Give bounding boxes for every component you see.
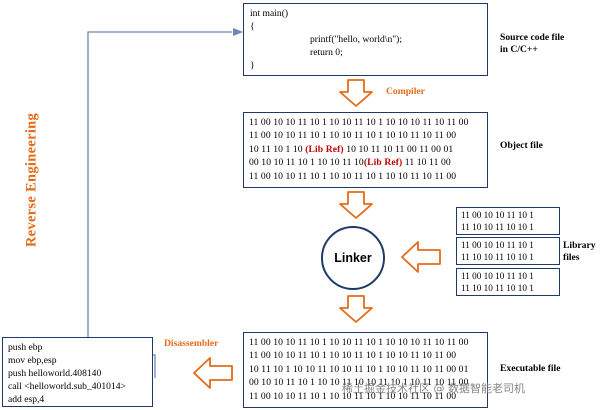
watermark: 稀土掘金技术社区 @ 数据智能老司机: [342, 382, 525, 395]
reverse-engineering-connector: [87, 31, 232, 378]
asm-line: push ebp: [8, 342, 43, 353]
code-line: printf("hello, world\n");: [310, 34, 403, 45]
library-files-label: Library files: [563, 240, 596, 263]
asm-line: call <helloworld.sub_401014>: [8, 381, 126, 392]
object-file-box: 11 00 10 10 11 10 1 10 10 11 10 1 10 10 …: [243, 112, 488, 188]
code-line: {: [250, 21, 255, 32]
linker-label: Linker: [334, 251, 372, 265]
down-arrow-compiler: [339, 79, 373, 107]
left-arrow-disassembler: [193, 357, 233, 389]
bit-row: 11 00 10 10 11 10 1 10 10 11 10 1 10 10 …: [249, 350, 457, 362]
library-file-box: 11 00 10 10 11 10 1 11 10 10 11 10 10 1: [456, 268, 560, 296]
lib-ref-marker: (Lib Ref): [305, 143, 344, 155]
assembly-box: push ebp mov ebp,esp push helloworld.408…: [2, 337, 153, 407]
executable-file-label: Executable file: [500, 363, 561, 374]
down-arrow-linker-to-executable: [339, 295, 373, 323]
reverse-engineering-arrowhead: [233, 28, 243, 36]
down-arrow-object-to-linker: [339, 191, 373, 219]
source-code-label: Source code file in C/C++: [500, 32, 565, 55]
bit-row: 00 10 10 11 10 1 10 10 11 10(Lib Ref) 11…: [249, 157, 451, 169]
object-file-label: Object file: [500, 140, 543, 151]
compiler-label: Compiler: [386, 86, 425, 97]
bit-row: 11 00 10 10 11 10 1 10 10 11 10 1 10 10 …: [249, 390, 457, 402]
bit-row: 00 10 10 11 10 1 10 10 11 10 10 11 10 1 …: [249, 377, 469, 389]
code-line: }: [250, 60, 255, 71]
library-file-box: 11 00 10 10 11 10 1 11 10 10 11 10 10 1: [456, 207, 560, 235]
asm-line: add esp,4: [8, 394, 45, 405]
reverse-engineering-label: Reverse Engineering: [23, 112, 40, 248]
asm-line: mov ebp,esp: [8, 355, 57, 366]
left-arrow-library-to-linker: [401, 241, 441, 273]
bit-row: 10 11 10 1 10 10 11 10 10 11 10 1 10 10 …: [249, 363, 469, 375]
bit-row: 11 00 10 10 11 10 1 10 10 11 10 1 10 10 …: [249, 170, 457, 182]
disassembler-label: Disassembler: [164, 338, 219, 349]
bit-row: 10 11 10 1 10 (Lib Ref) 10 10 11 10 11 0…: [249, 143, 454, 155]
library-file-box: 11 00 10 10 11 10 1 11 10 10 11 10 10 1: [456, 237, 560, 265]
bit-row: 11 00 10 10 11 10 1 10 10 11 10 1 10 10 …: [249, 337, 469, 348]
lib-ref-marker: (Lib Ref): [363, 157, 403, 169]
linker-node: Linker: [321, 226, 385, 290]
code-line: int main(): [250, 8, 289, 19]
code-line: return 0;: [310, 47, 343, 58]
asm-line: push helloworld.408140: [8, 368, 102, 379]
bit-row: 11 00 10 10 11 10 1 10 10 11 10 1 10 10 …: [249, 130, 457, 142]
source-code-box: int main() { printf("hello, world\n"); r…: [243, 3, 488, 76]
executable-file-box: 11 00 10 10 11 10 1 10 10 11 10 1 10 10 …: [243, 332, 488, 408]
bit-row: 11 00 10 10 11 10 1 10 10 11 10 1 10 10 …: [249, 117, 469, 128]
